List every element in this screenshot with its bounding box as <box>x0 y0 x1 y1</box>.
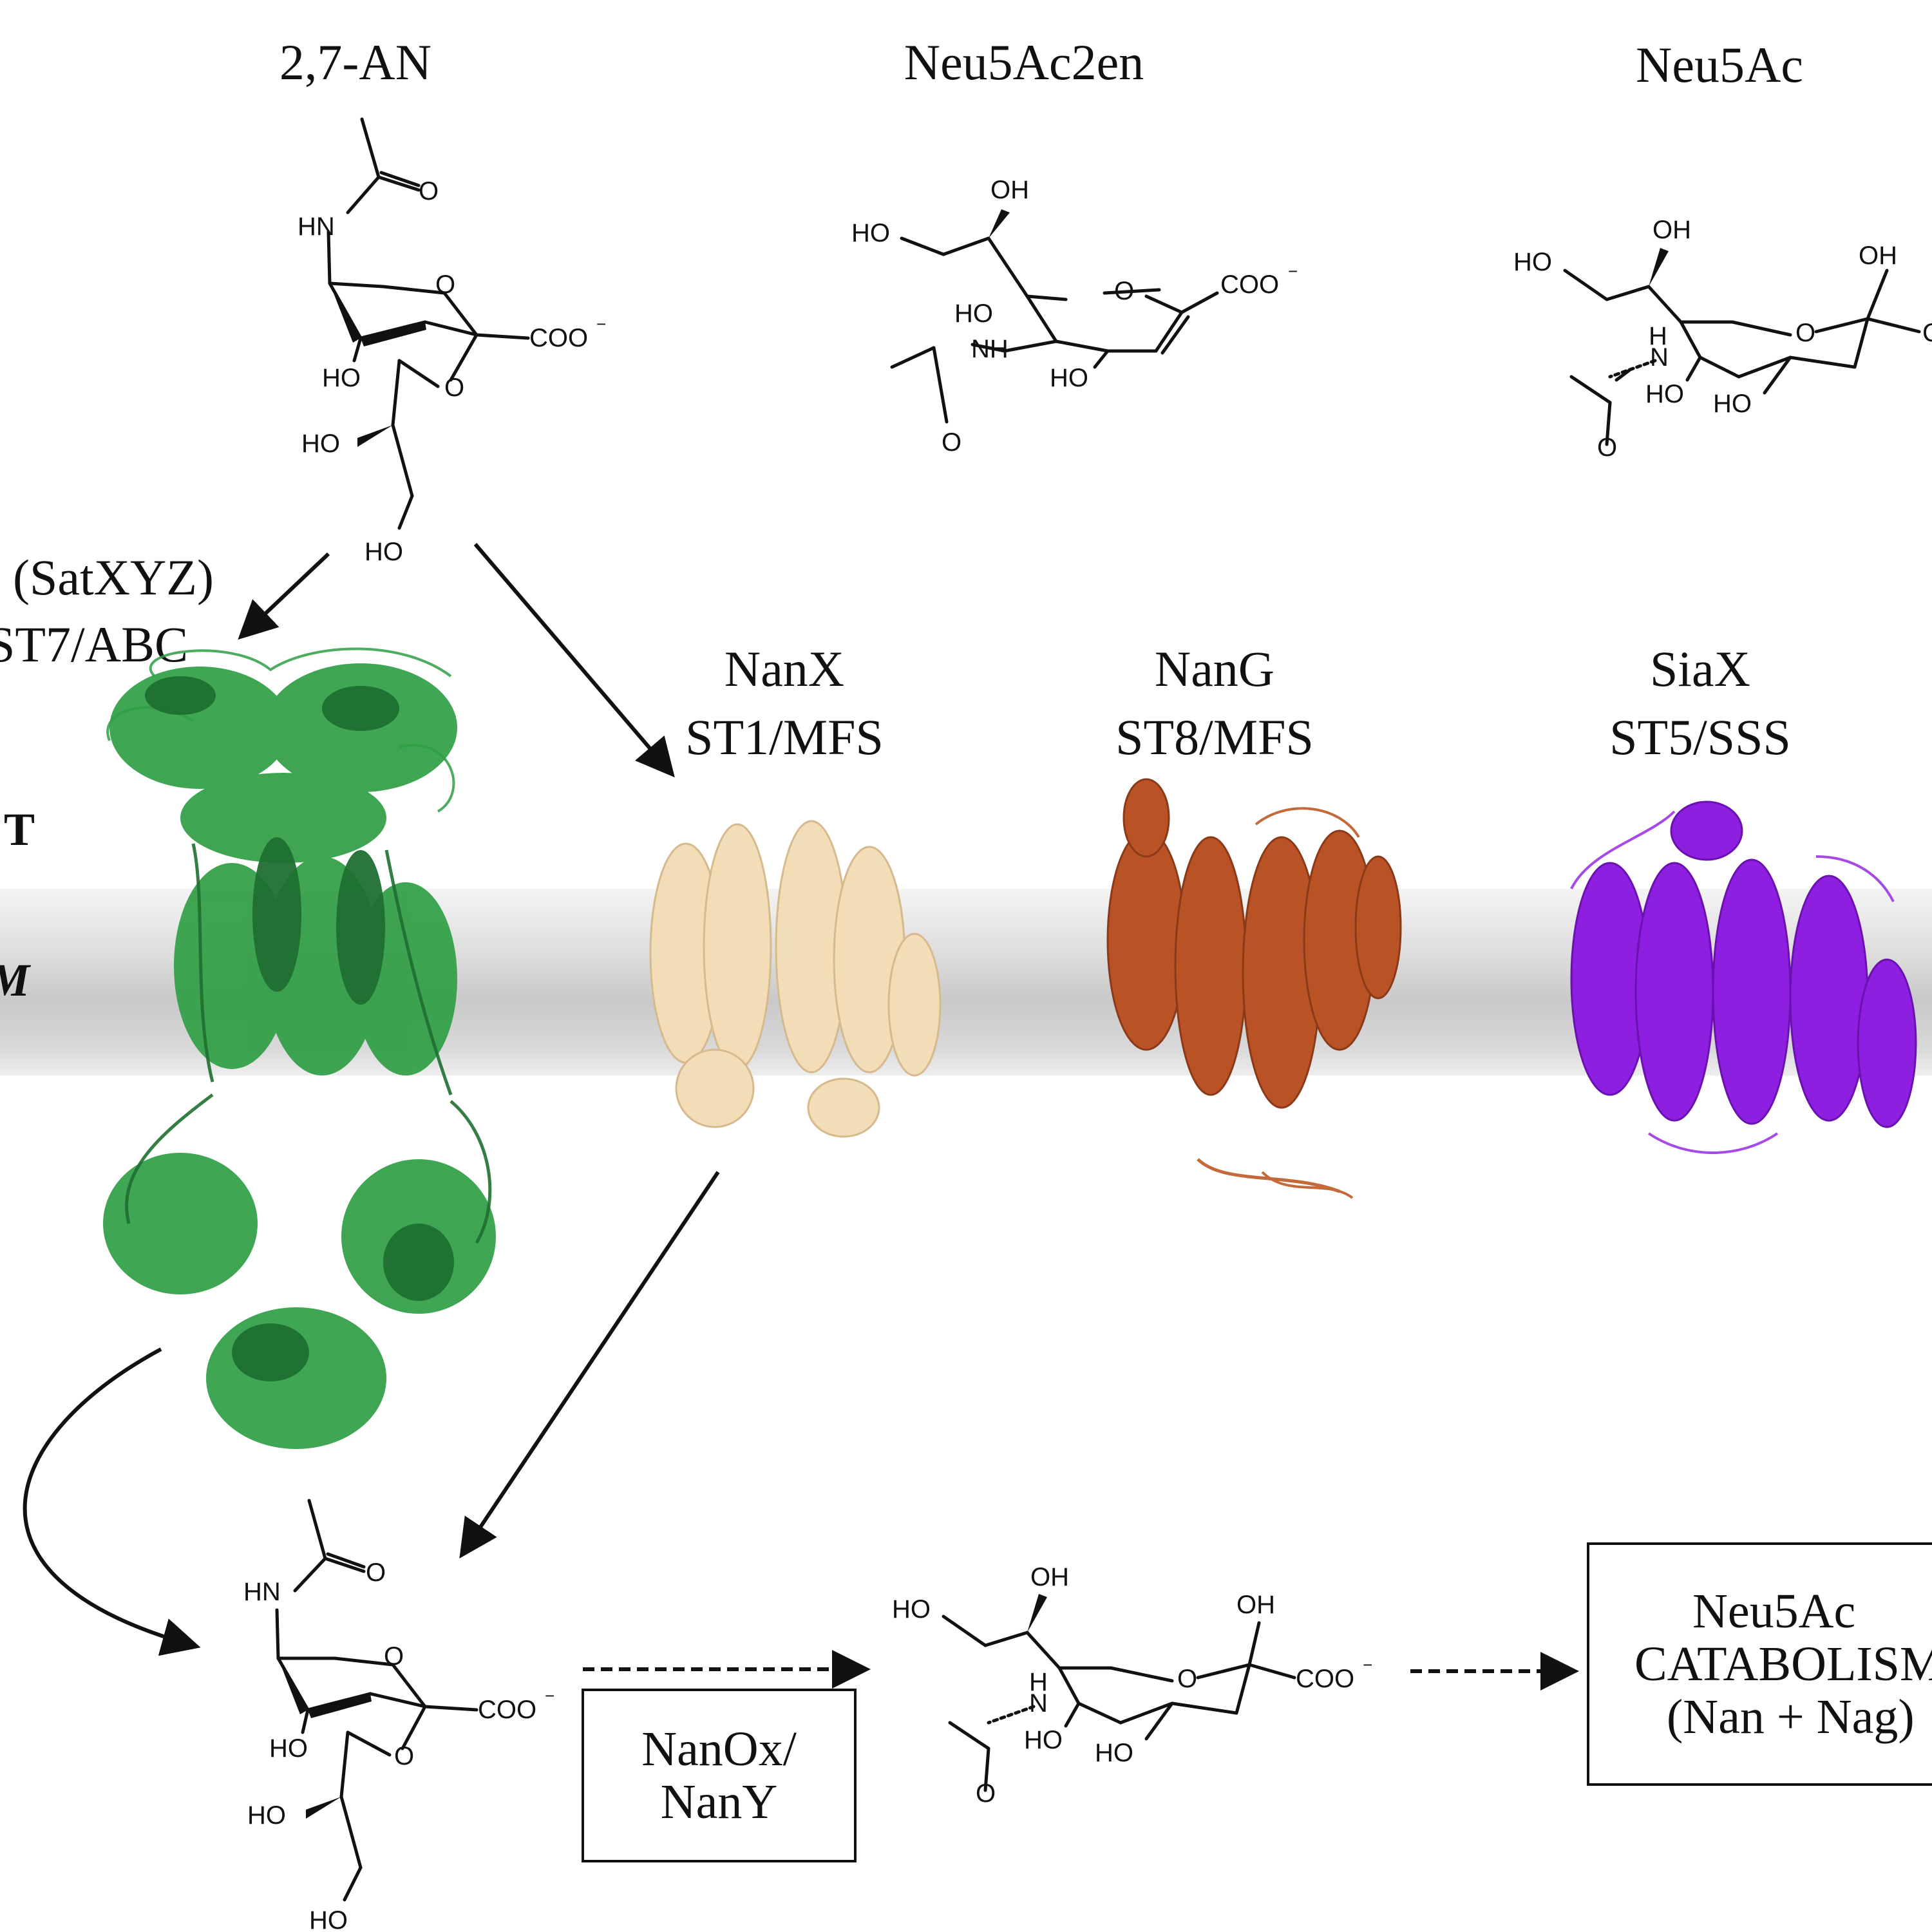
atom-ho-ring-top: HO <box>322 364 361 392</box>
atom-n-neu5ac: N <box>1650 343 1669 372</box>
arrow-nanx-to-product <box>459 1171 720 1558</box>
atom-nh-neu5ac2en: NH <box>971 335 1009 363</box>
atom-minus-neu5ac-b: − <box>1363 1655 1372 1674</box>
atom-ho-neu5ac-b3: HO <box>1095 1739 1133 1767</box>
structure-neu5ac-bottom <box>942 1615 1296 1792</box>
catabolism-box: Neu5Ac CATABOLISM (Nan + Nag) <box>1587 1542 1932 1786</box>
atom-carbonyl-o-neu5ac-b: O <box>976 1779 996 1808</box>
atom-oh-neu5ac2en: OH <box>990 176 1029 204</box>
atom-ring-o-bottom: O <box>384 1642 404 1671</box>
structure-neu5ac-top <box>1563 269 1921 446</box>
sat-label-name: (SatXYZ) <box>13 549 214 605</box>
atom-h-neu5ac-b: H <box>1029 1668 1048 1696</box>
structure-neu5ac2en <box>890 236 1219 424</box>
catabolism-box-line1: Neu5Ac <box>1692 1584 1856 1638</box>
atom-hn-bottom: HN <box>243 1578 281 1606</box>
protein-satxyz <box>103 647 496 1449</box>
enzyme-box-nanox-nany: NanOx/ NanY <box>582 1689 857 1862</box>
compound-label-neu5ac2en: Neu5Ac2en <box>904 34 1144 90</box>
atom-ho-neu5ac-3: HO <box>1713 390 1752 418</box>
atom-ho-neu5ac-b2: HO <box>1024 1726 1063 1754</box>
atom-n-neu5ac-b: N <box>1029 1689 1048 1718</box>
atom-oh-neu5ac-2: OH <box>1859 242 1897 270</box>
atom-ho-neu5ac2en-2: HO <box>954 299 993 328</box>
arrow-to-nanx <box>473 543 675 778</box>
compound-label-neu5ac: Neu5Ac <box>1636 37 1803 93</box>
catabolism-box-line3: (Nan + Nag) <box>1667 1690 1915 1745</box>
atom-coo-neu5ac2en: COO <box>1220 270 1279 299</box>
catabolism-box-line2: CATABOLISM <box>1634 1636 1932 1691</box>
atom-h-neu5ac: H <box>1649 322 1667 350</box>
atom-ho-side-top: HO <box>301 430 340 458</box>
atom-minus-neu5ac2en: − <box>1288 261 1298 281</box>
atom-ho-end-bottom: HO <box>309 1906 348 1932</box>
atom-hn-top: HN <box>298 213 335 241</box>
side-label-membrane: M <box>0 957 30 1003</box>
atom-coo-bottom: COO <box>478 1696 536 1724</box>
atom-minus-bottom: − <box>545 1686 554 1705</box>
atom-bridge-o-top: O <box>444 374 464 402</box>
atom-carbonyl-o-top: O <box>419 177 439 205</box>
nang-label-name: NanG <box>1154 641 1275 697</box>
atom-ho-side-bottom: HO <box>247 1801 286 1830</box>
atom-coo-top: COO <box>529 324 588 352</box>
atom-oh-neu5ac-1: OH <box>1653 216 1691 244</box>
atom-ring-o-top: O <box>435 270 455 299</box>
compound-label-2-7-an: 2,7-AN <box>279 34 432 90</box>
atom-ring-o-neu5ac: O <box>1795 319 1815 347</box>
atom-oh-neu5ac-b2: OH <box>1236 1591 1275 1619</box>
atom-ho-neu5ac2en-3: HO <box>1050 364 1088 392</box>
atom-ho-neu5ac-b1: HO <box>892 1595 931 1624</box>
atom-c-neu5ac-cropped: C <box>1922 319 1932 347</box>
nang-label-family: ST8/MFS <box>1115 709 1314 765</box>
arrow-sat-to-product <box>23 1347 201 1656</box>
nanx-label-name: NanX <box>724 641 845 697</box>
atom-ho-neu5ac-2: HO <box>1645 380 1684 408</box>
atom-ho-neu5ac-1: HO <box>1513 248 1552 276</box>
atom-ring-o-neu5ac2en: O <box>1114 277 1134 305</box>
atom-oh-neu5ac-b1: OH <box>1030 1563 1069 1591</box>
atom-ring-o-neu5ac-b: O <box>1177 1665 1197 1693</box>
siax-label-family: ST5/SSS <box>1609 709 1791 765</box>
nanx-label-family: ST1/MFS <box>685 709 884 765</box>
siax-label-name: SiaX <box>1650 641 1750 697</box>
atom-carbonyl-o-bottom: O <box>366 1558 386 1587</box>
arrow-to-sat <box>238 552 330 640</box>
side-label-top: T <box>4 804 35 855</box>
atom-coo-neu5ac-b: COO <box>1296 1665 1354 1693</box>
atom-ho-ring-bottom: HO <box>269 1734 308 1763</box>
protein-nanx <box>649 820 942 1138</box>
atom-carbonyl-o-neu5ac: O <box>1597 433 1617 462</box>
protein-siax <box>1570 800 1917 1154</box>
atom-bridge-o-bottom: O <box>394 1742 414 1770</box>
enzyme-box-line2: NanY <box>660 1775 778 1829</box>
atom-ho-end-top: HO <box>365 538 403 566</box>
atom-minus-top: − <box>596 314 606 334</box>
protein-nang <box>1106 778 1402 1199</box>
enzyme-box-line1: NanOx/ <box>641 1721 797 1776</box>
atom-carbonyl-o-neu5ac2en: O <box>942 428 961 457</box>
atom-ho-neu5ac2en-1: HO <box>851 219 890 247</box>
